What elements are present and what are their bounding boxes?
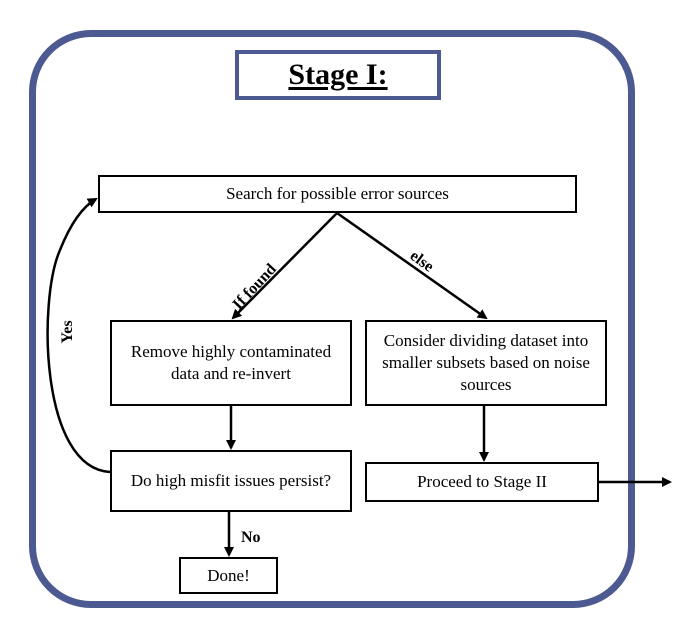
edge-label-no: No bbox=[241, 529, 261, 546]
node-search-label: Search for possible error sources bbox=[226, 184, 449, 203]
stage-title: Stage I: bbox=[288, 58, 388, 91]
node-proceed-label: Proceed to Stage II bbox=[417, 472, 547, 491]
node-remove-contaminated-data: Remove highly contaminated data and re-i… bbox=[110, 320, 352, 406]
edge-label-if-found: If found bbox=[230, 261, 280, 313]
arrow-yes-loop-to-search bbox=[46, 197, 111, 474]
node-misfit-persist-decision: Do high misfit issues persist? bbox=[110, 450, 352, 512]
edge-label-else: else bbox=[407, 247, 437, 275]
node-search-error-sources: Search for possible error sources bbox=[98, 175, 577, 213]
node-persist-label: Do high misfit issues persist? bbox=[130, 471, 332, 490]
node-consider-dividing-dataset: Consider dividing dataset into smaller s… bbox=[365, 320, 607, 406]
arrow-search-to-consider bbox=[336, 211, 488, 320]
node-consider-label: Consider dividing dataset into smaller s… bbox=[382, 331, 590, 394]
node-done: Done! bbox=[179, 557, 278, 594]
node-remove-label: Remove highly contaminated data and re-i… bbox=[130, 342, 332, 383]
stage-frame bbox=[29, 30, 635, 608]
node-proceed-stage-two: Proceed to Stage II bbox=[365, 462, 599, 502]
node-done-label: Done! bbox=[207, 565, 250, 585]
stage-title-box: Stage I: bbox=[235, 50, 441, 100]
edge-label-yes: Yes bbox=[59, 320, 76, 343]
arrow-search-to-remove bbox=[231, 212, 338, 320]
